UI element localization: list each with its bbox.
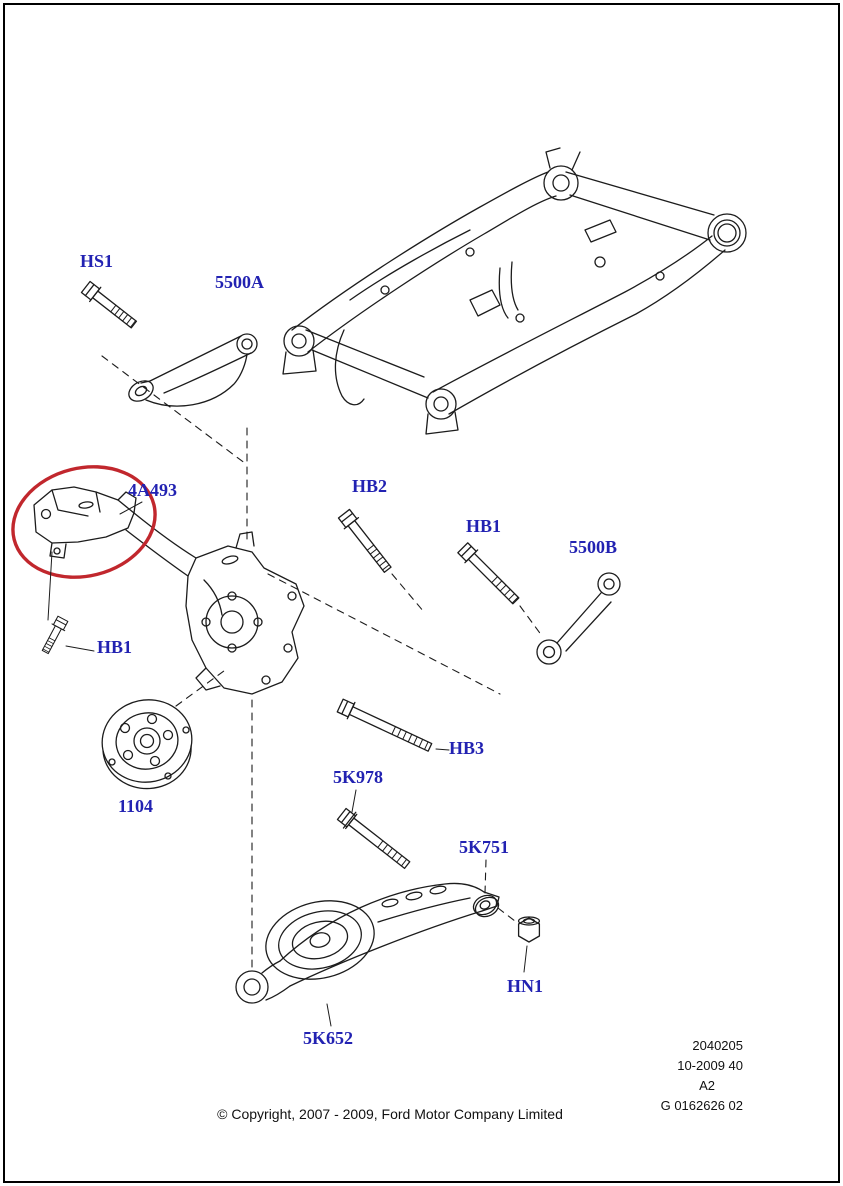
part-label-4a493[interactable]: 4A493 <box>128 480 177 500</box>
part-label-hb3[interactable]: HB3 <box>449 738 485 758</box>
hb1-right-bolt-drawing <box>457 542 520 605</box>
subframe-drawing <box>282 147 747 435</box>
part-label-5500b[interactable]: 5500B <box>569 537 618 557</box>
figure-number: G 0162626 02 <box>660 1098 743 1113</box>
cam-bolt-drawing <box>336 807 411 870</box>
lateral-link-drawing <box>536 572 621 665</box>
copyright-notice: © Copyright, 2007 - 2009, Ford Motor Com… <box>217 1106 563 1122</box>
sheet-code: A2 <box>699 1078 715 1093</box>
part-label-hn1[interactable]: HN1 <box>507 976 543 996</box>
catalog-number: 2040205 <box>692 1038 743 1053</box>
selection-highlight-circle <box>11 465 157 579</box>
part-label-5k652[interactable]: 5K652 <box>303 1028 354 1048</box>
part-label-5k751[interactable]: 5K751 <box>459 837 510 857</box>
lower-arm-drawing <box>235 882 500 1004</box>
hb1-left-bolt-drawing <box>41 615 69 655</box>
washer-drawing <box>472 894 500 918</box>
date-code: 10-2009 40 <box>677 1058 743 1073</box>
part-label-hs1[interactable]: HS1 <box>80 251 114 271</box>
upper-arm-drawing <box>128 333 258 407</box>
part-label-5k978[interactable]: 5K978 <box>333 767 384 787</box>
hb3-bolt-drawing <box>336 698 433 752</box>
part-label-hb2[interactable]: HB2 <box>352 476 388 496</box>
nut-drawing <box>517 916 541 943</box>
part-label-5500a[interactable]: 5500A <box>215 272 264 292</box>
part-label-hb1-left[interactable]: HB1 <box>97 637 133 657</box>
leader-lines <box>47 355 543 1027</box>
part-label-hb1-right[interactable]: HB1 <box>466 516 502 536</box>
hs1-bolt-drawing <box>80 280 138 329</box>
wheel-hub-drawing <box>101 699 193 790</box>
document-info-block: 2040205 10-2009 40 A2 G 0162626 02 <box>661 1036 743 1116</box>
part-label-1104[interactable]: 1104 <box>118 796 154 816</box>
hb2-bolt-drawing <box>337 508 392 573</box>
trailing-arm-knuckle-drawing <box>33 486 305 695</box>
